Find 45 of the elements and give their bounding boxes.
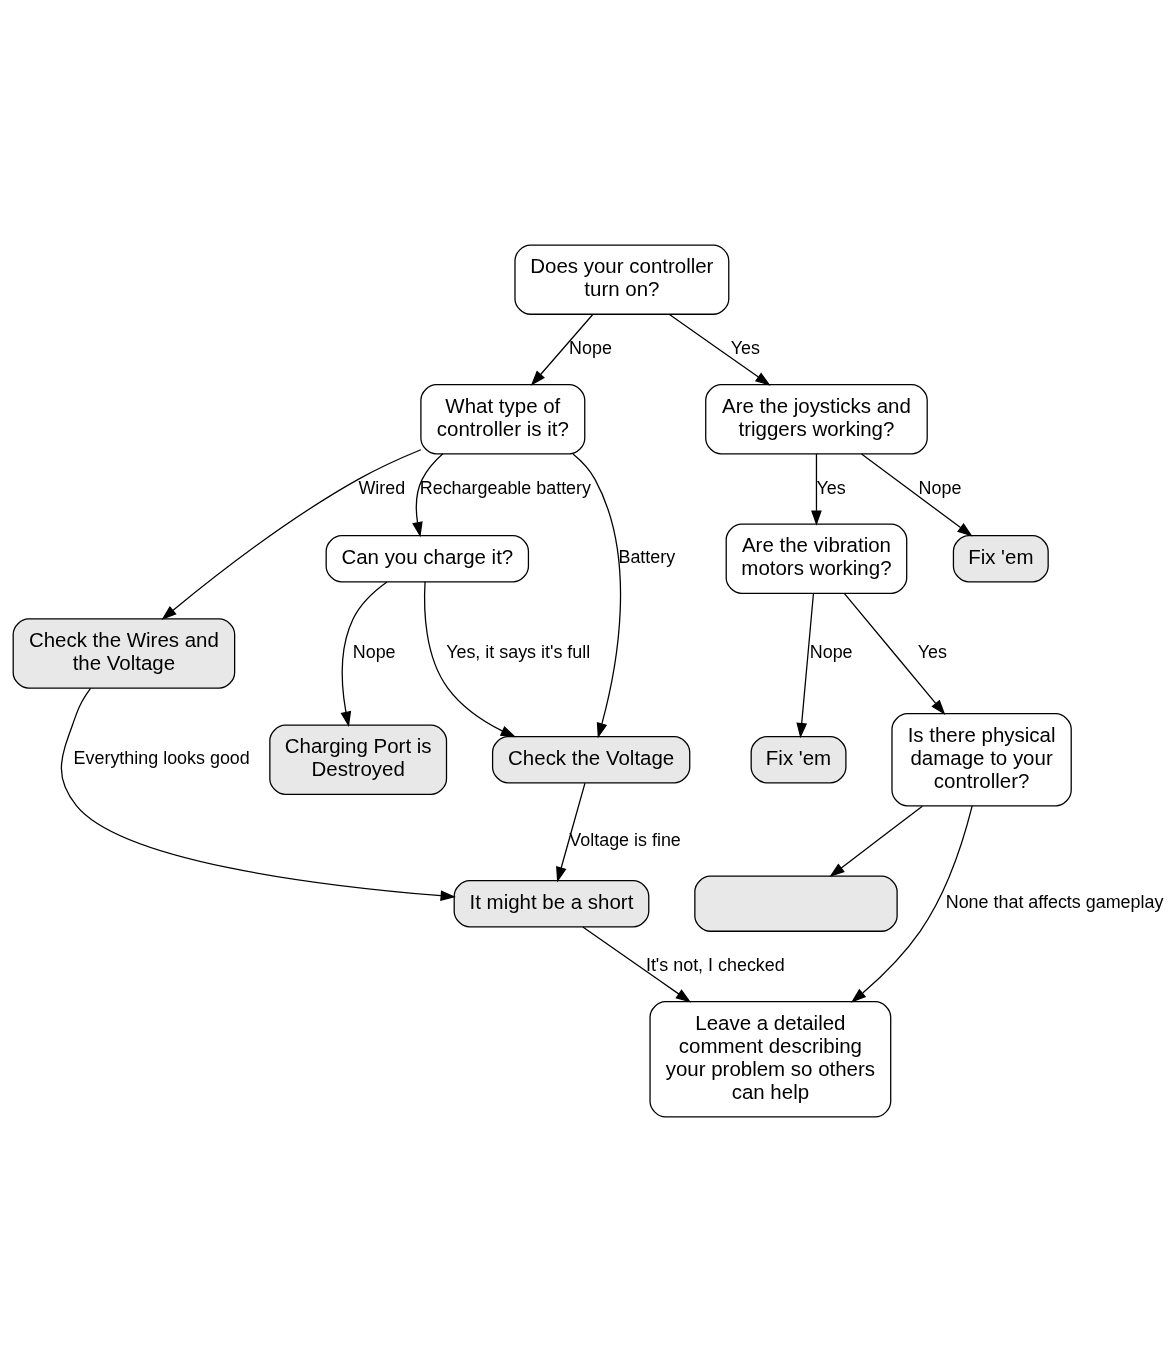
arrow	[796, 593, 815, 739]
edge-label: Yes, it says it's full	[446, 642, 591, 663]
node-box: Leave a detailed comment describing your problem so others can help	[649, 1001, 892, 1118]
node-box: Can you charge it?	[325, 535, 530, 583]
edge-label: Yes	[730, 338, 761, 359]
node-box: Fix 'em	[750, 736, 847, 784]
arrow	[556, 782, 586, 883]
arrow	[843, 593, 946, 715]
node-box: Check the Wires and the Voltage	[12, 618, 236, 689]
node-box: Fix 'em	[952, 535, 1049, 583]
arrow	[340, 581, 388, 727]
edge-label: Yes	[816, 477, 846, 498]
arrow	[860, 453, 973, 537]
node-box: Does your controller turn on?	[514, 244, 730, 315]
edge-label: Yes	[917, 642, 947, 663]
edge-label: Rechargeable battery	[419, 477, 591, 498]
edge-label: Battery	[618, 547, 676, 568]
arrow	[412, 453, 444, 538]
node-box: Check the Voltage	[491, 736, 691, 784]
arrow	[582, 926, 692, 1003]
node-box: Charging Port is Destroyed	[269, 724, 448, 795]
node-box: What type of controller is it?	[420, 384, 586, 455]
edge-label: Nope	[569, 338, 612, 359]
edge-label: Nope	[352, 642, 396, 663]
arrow	[161, 449, 422, 620]
arrow	[60, 687, 456, 902]
node-box: Is there physical damage to your controller?	[891, 713, 1072, 807]
node-box: Are the vibration motors working?	[725, 523, 908, 594]
arrow	[811, 453, 822, 526]
edge-label: Nope	[918, 477, 962, 498]
arrow	[423, 581, 517, 738]
arrow	[668, 313, 771, 386]
edge-label: Everything looks good	[73, 748, 250, 769]
arrow	[530, 313, 594, 386]
node-box: Are the joysticks and triggers working?	[705, 384, 928, 455]
edge-label: Voltage is fine	[569, 829, 681, 850]
node-box	[694, 875, 898, 932]
arrow	[572, 453, 622, 739]
edge-label: It's not, I checked	[645, 955, 785, 976]
arrow	[850, 805, 973, 1003]
node-box: It might be a short	[453, 880, 650, 928]
edge-label: Nope	[809, 642, 853, 663]
edge-label: Wired	[358, 477, 406, 498]
arrow	[829, 805, 923, 877]
edge-label: None that affects gameplay	[945, 892, 1164, 913]
